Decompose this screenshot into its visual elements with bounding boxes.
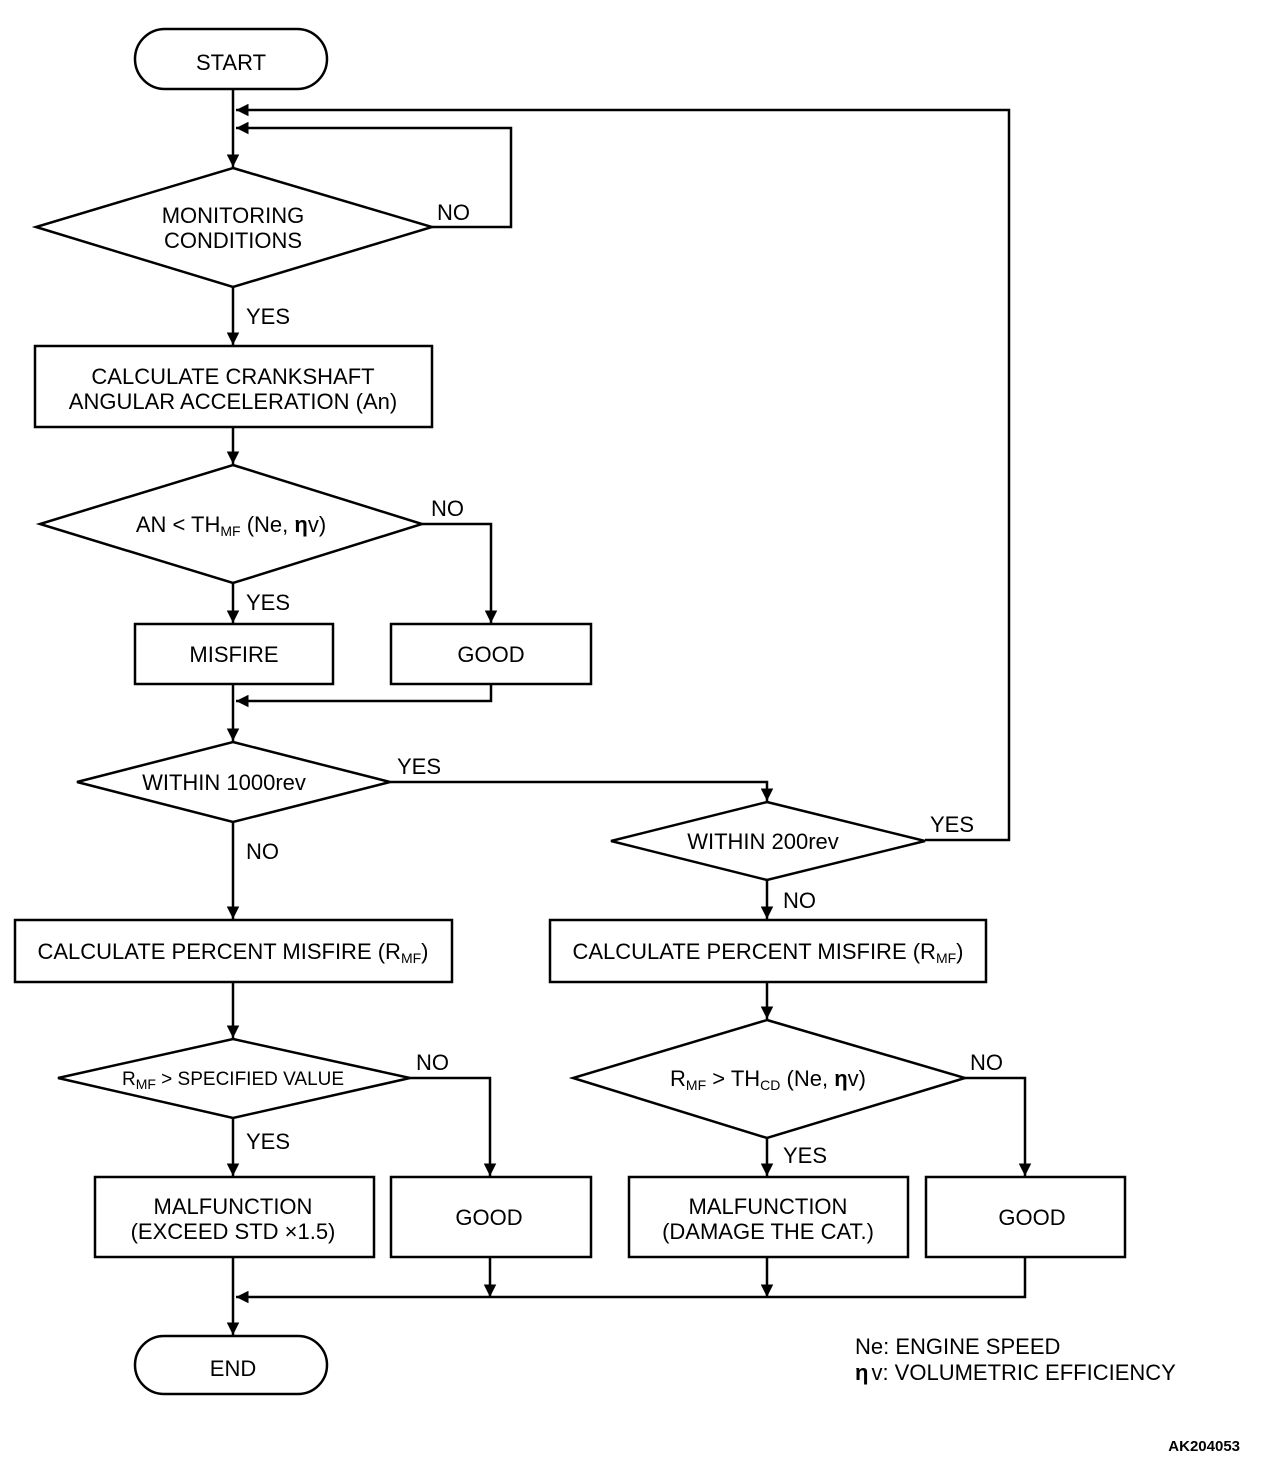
- start-label: START: [196, 50, 266, 75]
- connector-good1-join: [236, 684, 493, 708]
- within-1000-no-label: NO: [246, 839, 279, 864]
- malfunction-cat-line2: (DAMAGE THE CAT.): [662, 1219, 874, 1244]
- monitoring-label-line1: MONITORING: [162, 203, 305, 228]
- within-200-decision: WITHIN 200rev: [610, 800, 926, 882]
- within-200-no-label: NO: [783, 888, 816, 913]
- good-process-1: GOOD: [389, 622, 593, 686]
- rmf-thcd-yes-label: YES: [783, 1143, 827, 1168]
- good-process-2: GOOD: [389, 1175, 593, 1259]
- misfire-process: MISFIRE: [133, 622, 335, 686]
- within-1000-yes-label: YES: [397, 754, 441, 779]
- calc-crankshaft-line2: ANGULAR ACCELERATION (An): [69, 389, 397, 414]
- connectors: [226, 89, 1032, 1335]
- within-1000-decision: WITHIN 1000rev: [76, 740, 391, 824]
- connector-monitoring-no-loop: [236, 121, 513, 229]
- within-200-label: WITHIN 200rev: [687, 829, 839, 854]
- calc-percent-right-label: CALCULATE PERCENT MISFIRE (RMF): [572, 939, 963, 966]
- an-yes-label: YES: [246, 590, 290, 615]
- calc-percent-left-label: CALCULATE PERCENT MISFIRE (RMF): [37, 939, 428, 966]
- end-terminal: END: [133, 1334, 329, 1396]
- rmf-specified-label: RMF > SPECIFIED VALUE: [122, 1069, 344, 1092]
- malfunction-cat-process: MALFUNCTION (DAMAGE THE CAT.): [627, 1175, 910, 1259]
- calc-percent-misfire-right: CALCULATE PERCENT MISFIRE (RMF): [548, 918, 988, 984]
- malfunction-std-process: MALFUNCTION (EXCEED STD ×1.5): [93, 1175, 376, 1259]
- malfunction-std-line1: MALFUNCTION: [154, 1194, 313, 1219]
- connector-rmfspec-no: [410, 1076, 497, 1176]
- start-terminal: START: [133, 27, 329, 91]
- connector-merge-line: [236, 1257, 1027, 1304]
- connector-within200-yes-loop: [236, 103, 1011, 842]
- rmf-specified-yes-label: YES: [246, 1129, 290, 1154]
- calc-crankshaft-line1: CALCULATE CRANKSHAFT: [91, 364, 374, 389]
- rmf-specified-decision: RMF > SPECIFIED VALUE: [57, 1037, 411, 1120]
- rmf-thcd-no-label: NO: [970, 1050, 1003, 1075]
- connector-w1000-yes: [390, 780, 774, 801]
- monitoring-no-label: NO: [437, 200, 470, 225]
- within-200-yes-label: YES: [930, 812, 974, 837]
- malfunction-cat-line1: MALFUNCTION: [689, 1194, 848, 1219]
- connector-an-no: [422, 522, 498, 623]
- malfunction-std-line2: (EXCEED STD ×1.5): [131, 1219, 336, 1244]
- good-process-3: GOOD: [924, 1175, 1127, 1259]
- good-2-label: GOOD: [455, 1205, 522, 1230]
- within-1000-label: WITHIN 1000rev: [142, 770, 306, 795]
- good-3-label: GOOD: [998, 1205, 1065, 1230]
- rmf-specified-no-label: NO: [416, 1050, 449, 1075]
- connector-rmfthcd-no: [965, 1076, 1032, 1176]
- legend-engine-speed: Ne: ENGINE SPEED: [855, 1334, 1060, 1359]
- figure-code: AK204053: [1168, 1438, 1240, 1455]
- good-1-label: GOOD: [457, 642, 524, 667]
- an-threshold-decision: AN < THMF (Ne, ηv): [35, 463, 427, 585]
- monitoring-conditions-decision: MONITORING CONDITIONS: [31, 166, 437, 289]
- monitoring-yes-label: YES: [246, 304, 290, 329]
- calc-percent-misfire-left: CALCULATE PERCENT MISFIRE (RMF): [13, 918, 454, 984]
- rmf-thcd-decision: RMF > THCD (Ne, ηv): [568, 1018, 970, 1140]
- calc-crankshaft-process: CALCULATE CRANKSHAFT ANGULAR ACCELERATIO…: [33, 344, 434, 429]
- misfire-label: MISFIRE: [189, 642, 278, 667]
- rmf-thcd-label: RMF > THCD (Ne, ηv): [670, 1066, 866, 1093]
- end-label: END: [210, 1356, 256, 1381]
- an-threshold-label: AN < THMF (Ne, ηv): [136, 512, 326, 539]
- an-no-label: NO: [431, 496, 464, 521]
- monitoring-label-line2: CONDITIONS: [164, 228, 302, 253]
